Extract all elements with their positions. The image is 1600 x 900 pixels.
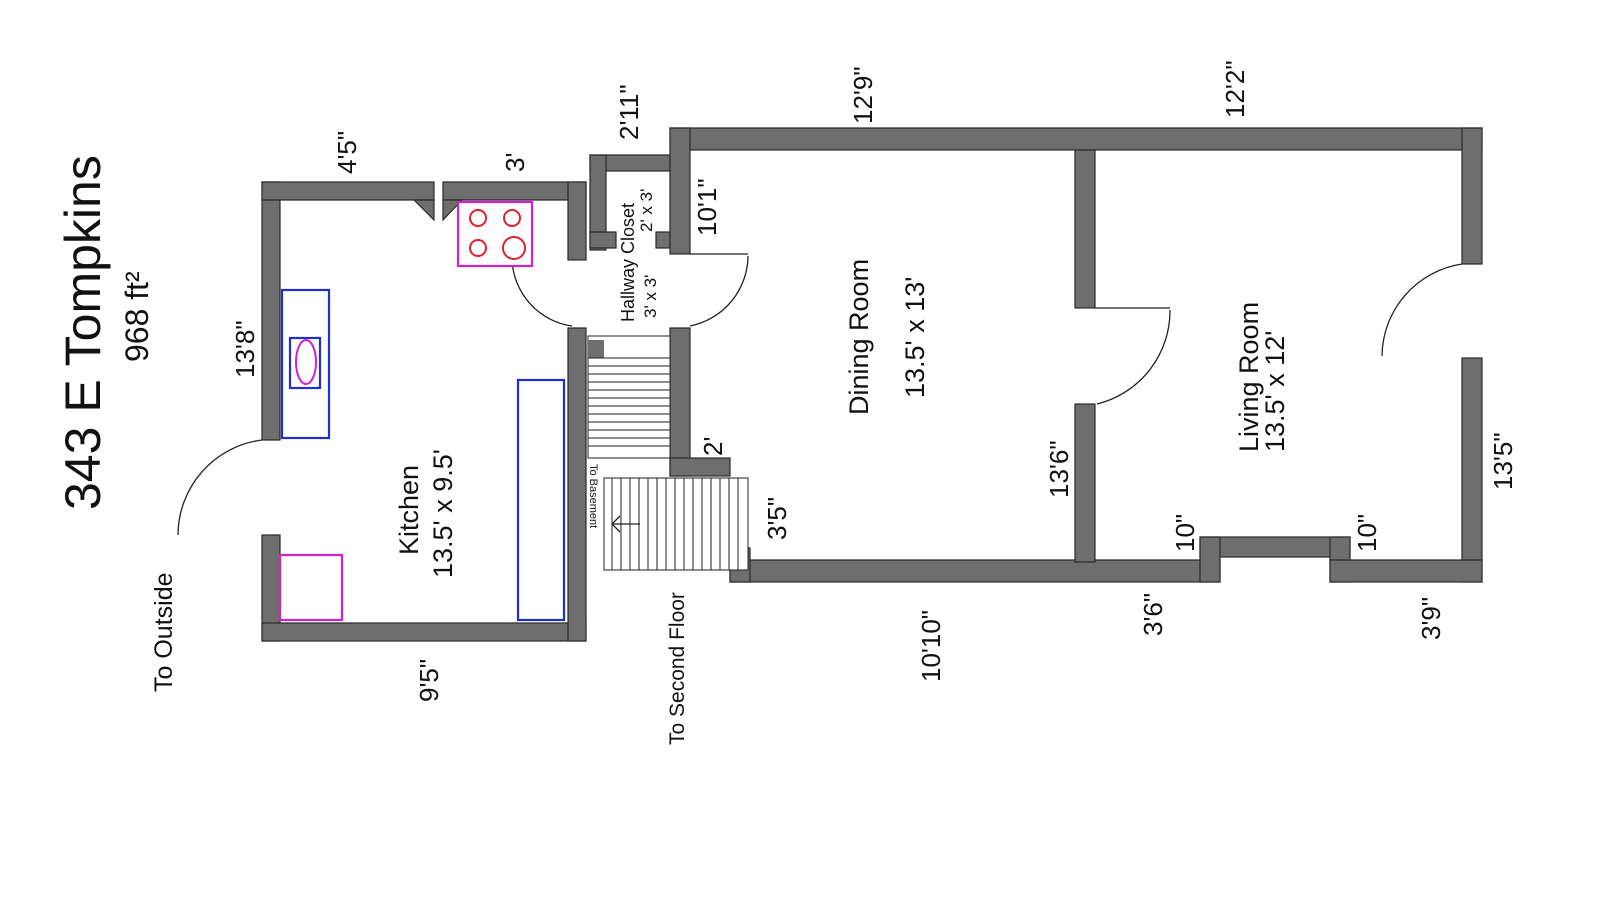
dim-bump-left: 10" (1170, 514, 1200, 552)
dim-kitchen-left: 13'8" (230, 320, 260, 378)
basement-stairs (587, 335, 671, 459)
kitchen-walls (261, 181, 587, 642)
dim-kitchen-top-right: 3' (500, 153, 530, 172)
dim-kitchen-top-left: 4'5" (332, 131, 362, 174)
dim-dining-top: 12'9" (848, 66, 878, 124)
hallway-size: 3' x 3' (641, 275, 660, 318)
kitchen-size: 13.5' x 9.5' (428, 449, 458, 578)
hallway-closet-size: 2' x 3' (637, 189, 656, 232)
dim-dining-bottom: 10'10" (916, 610, 946, 682)
dim-closet-top: 2'11" (614, 84, 644, 140)
dim-stair-3-5: 3'5" (762, 497, 792, 540)
kitchen-label: Kitchen (394, 465, 424, 555)
dim-living-top: 12'2" (1220, 60, 1250, 118)
dim-partition: 13'6" (1044, 440, 1074, 498)
kitchen-sink-counter (280, 288, 331, 440)
dim-bottom-3-9: 3'9" (1416, 597, 1446, 640)
plan-title: 343 E Tompkins (55, 155, 111, 510)
hallway-closet-label: Hallway Closet (618, 203, 638, 322)
dim-living-right: 13'5" (1488, 432, 1518, 490)
dim-bottom-3-6: 3'6" (1138, 593, 1168, 636)
dim-dining-small-left: 10'1" (692, 178, 722, 236)
kitchen-counter (516, 378, 566, 622)
to-outside-label: To Outside (150, 572, 178, 692)
dining-living-walls (669, 127, 1483, 583)
living-room-size: 13.5' x 12' (1260, 331, 1290, 452)
dim-bump-right: 10" (1352, 514, 1382, 552)
doors (177, 253, 1463, 536)
to-second-floor-label: To Second Floor (666, 592, 689, 745)
hallway-walls (589, 154, 671, 251)
plan-area: 968 ft² (119, 271, 155, 362)
second-floor-stairs (603, 477, 749, 571)
dim-kitchen-bottom: 9'5" (414, 659, 444, 702)
refrigerator-icon (278, 553, 344, 622)
dim-stair-2: 2' (698, 437, 728, 456)
stair-arrow-icon (611, 515, 640, 533)
dining-room-size: 13.5' x 13' (900, 277, 930, 398)
to-basement-label: To Basement (587, 464, 599, 528)
living-room-label: Living Room (1234, 302, 1264, 452)
dining-room-label: Dining Room (844, 259, 874, 415)
stove-icon (456, 200, 534, 268)
